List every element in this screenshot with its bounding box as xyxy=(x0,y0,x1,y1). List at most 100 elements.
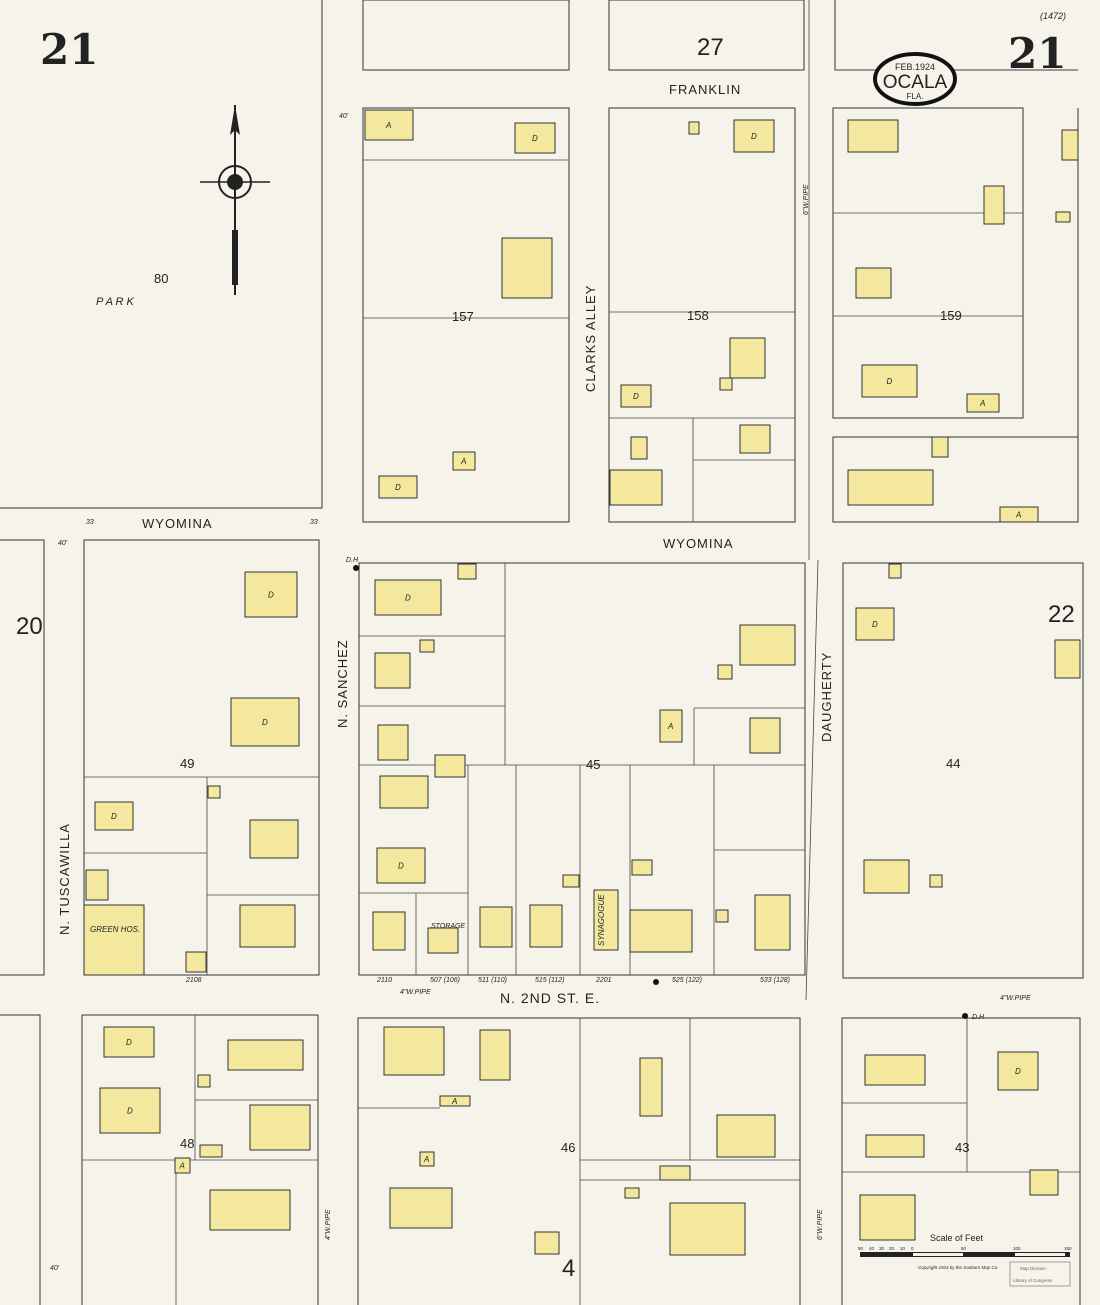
building xyxy=(534,1231,560,1255)
block-west-strip xyxy=(0,539,45,976)
building-type-label: A xyxy=(423,1155,429,1164)
building xyxy=(434,754,466,778)
building xyxy=(669,1202,746,1256)
sheet-number-right: 21 xyxy=(1008,29,1066,78)
park-label: P A R K xyxy=(96,296,135,308)
building xyxy=(859,1194,916,1241)
building xyxy=(888,563,902,579)
building xyxy=(1054,639,1081,679)
pipe-label: 4"W.PIPE xyxy=(325,1209,332,1240)
building xyxy=(716,1114,776,1158)
building xyxy=(864,1054,926,1086)
building xyxy=(457,563,477,580)
stamp-line2: Library of Congress xyxy=(1013,1278,1053,1283)
north-arrow-icon xyxy=(200,105,270,295)
street-2nd: N. 2ND ST. E. xyxy=(500,990,600,1006)
building xyxy=(562,874,580,888)
building xyxy=(230,697,300,747)
address-number: 525 (122) xyxy=(672,977,702,984)
building-type-label: A xyxy=(979,399,985,408)
building-type-label: D xyxy=(633,392,639,401)
block-159-south xyxy=(832,436,1079,523)
block-number-158: 158 xyxy=(687,308,709,323)
pipe-label: 6"W.PIPE xyxy=(817,1209,824,1240)
building xyxy=(739,424,771,454)
building xyxy=(620,384,652,408)
title-cartouche: FEB.1924 OCALA FLA. xyxy=(873,52,957,106)
building xyxy=(863,859,910,894)
building-type-label: A xyxy=(460,457,466,466)
building xyxy=(715,909,729,923)
building xyxy=(659,1165,691,1181)
scale-tick-label: 30 xyxy=(879,1246,885,1251)
building xyxy=(249,1104,311,1151)
building-type-label: A xyxy=(1015,511,1021,520)
building xyxy=(439,1095,471,1107)
building xyxy=(209,1189,291,1231)
building xyxy=(754,894,791,951)
block-157 xyxy=(362,107,570,523)
adjacent-sheet-right: 22 xyxy=(1048,601,1075,628)
block-159 xyxy=(832,107,1024,419)
building xyxy=(999,506,1039,523)
street-clarks-alley: CLARKS ALLEY xyxy=(583,285,598,392)
block-number-80: 80 xyxy=(154,271,168,286)
width-label: 40' xyxy=(50,1265,60,1272)
building xyxy=(103,1026,155,1058)
building xyxy=(861,364,918,398)
building xyxy=(249,819,299,859)
building xyxy=(609,469,663,506)
building xyxy=(374,579,442,616)
adjacent-sheet-top: 27 xyxy=(697,34,724,61)
block-49 xyxy=(83,539,320,976)
building xyxy=(99,1087,161,1134)
building xyxy=(227,1039,304,1071)
block-number-157: 157 xyxy=(452,309,474,324)
synagogue-building xyxy=(593,889,619,951)
stamp-line1: Map Division xyxy=(1020,1266,1046,1271)
street-sanchez: N. SANCHEZ xyxy=(335,639,350,728)
building xyxy=(1061,129,1079,161)
building xyxy=(855,607,895,641)
block-number-43: 43 xyxy=(955,1140,969,1155)
building-type-label: D xyxy=(532,134,538,143)
building-type-label: A xyxy=(385,121,391,130)
building-type-label: A xyxy=(667,722,673,731)
building-type-label: D xyxy=(887,377,893,386)
scale-tick-label: 10 xyxy=(900,1246,906,1251)
building xyxy=(389,1187,453,1229)
building xyxy=(931,436,949,458)
cartouche-oval xyxy=(873,52,957,106)
building xyxy=(207,785,221,799)
synagogue-label: SYNAGOGUE xyxy=(597,894,606,946)
pipe-label: 6"W.PIPE xyxy=(803,184,810,215)
building xyxy=(719,377,733,391)
building-type-label: D xyxy=(751,132,757,141)
block-number-45: 45 xyxy=(586,757,600,772)
building xyxy=(717,664,733,680)
building xyxy=(688,121,700,135)
building xyxy=(379,775,429,809)
building xyxy=(419,1151,435,1167)
block-number-44: 44 xyxy=(946,756,960,771)
building xyxy=(865,1134,925,1158)
scale-tick-label: 0 xyxy=(911,1246,914,1251)
block-46 xyxy=(357,1017,801,1305)
building xyxy=(514,122,556,154)
cartouche-state: FLA. xyxy=(907,92,924,101)
adjacent-sheet-bottom: 4 xyxy=(562,1255,575,1282)
pipe-label: 4"W.PIPE xyxy=(400,989,431,996)
building-type-label: D xyxy=(268,591,274,600)
block-top-left xyxy=(362,0,570,71)
building xyxy=(374,652,411,689)
building-type-label: D xyxy=(262,718,268,727)
building-type-label: D xyxy=(395,483,401,492)
scale-tick-label: 50 xyxy=(961,1246,967,1251)
address-number: 515 (112) xyxy=(535,977,564,984)
building xyxy=(239,904,296,948)
adjacent-sheet-left: 20 xyxy=(16,613,43,640)
building xyxy=(997,1051,1039,1091)
building xyxy=(749,717,781,754)
